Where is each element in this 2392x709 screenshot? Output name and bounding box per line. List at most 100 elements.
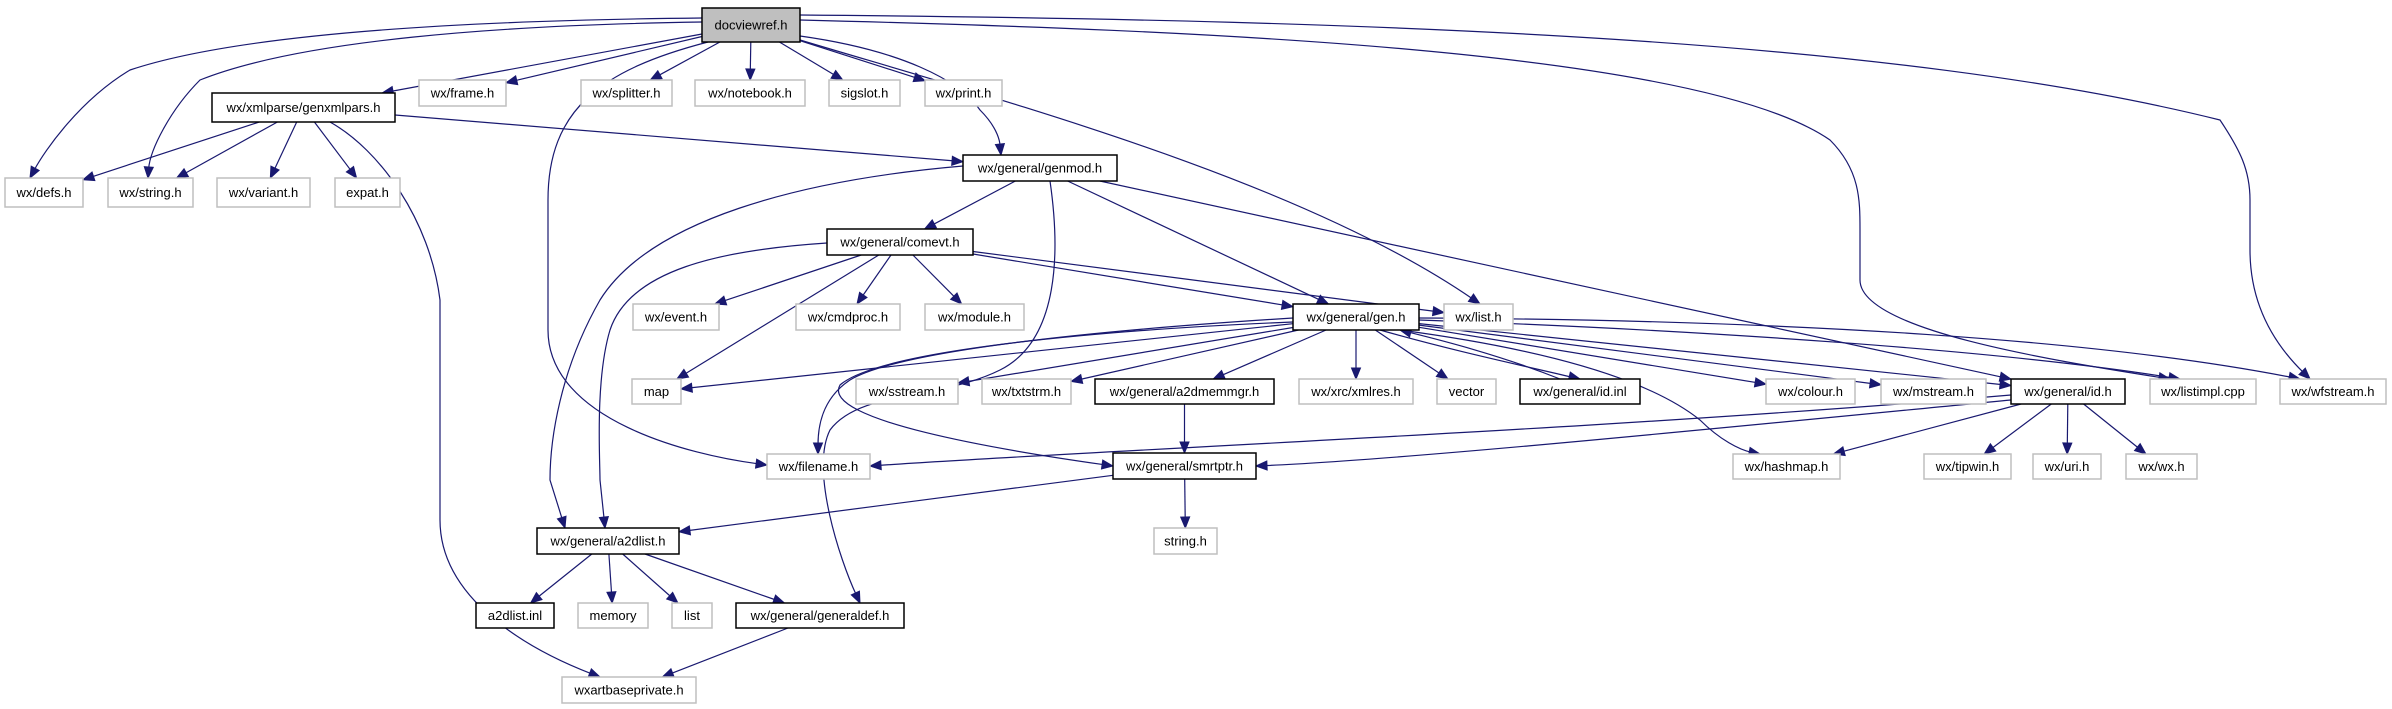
edge-a2dlist-to-list (622, 553, 672, 598)
edge-gen-to-mstream (1418, 324, 1873, 385)
node-label: wx/general/smrtptr.h (1125, 459, 1243, 474)
node-label: wx/wx.h (2137, 459, 2184, 474)
node-generaldef[interactable]: wx/general/generaldef.h (735, 602, 905, 629)
edge-comevt-to-list_h-arrowhead (1431, 305, 1446, 317)
node-a2dlist[interactable]: wx/general/a2dlist.h (536, 527, 680, 555)
edge-a2dlist-to-list-arrowhead (665, 591, 679, 604)
edge-docviewref-to-splitter (657, 41, 721, 77)
node-label: wx/cmdproc.h (807, 310, 888, 325)
node-label: wx/colour.h (1777, 384, 1843, 399)
edge-idh-to-uri-arrowhead (2062, 442, 2073, 456)
node-box (536, 527, 680, 555)
node-expat: expat.h (334, 177, 401, 208)
edge-gen-to-smrtptr-arrowhead (1100, 459, 1115, 470)
edge-docviewref-to-notebook (749, 41, 752, 72)
node-idh[interactable]: wx/general/id.h (2010, 378, 2126, 405)
edge-gen-to-vector (1374, 329, 1441, 375)
edge-idh-to-tipwin (1991, 403, 2052, 450)
node-box (1765, 378, 1856, 405)
edge-genmod-to-gen (1067, 180, 1321, 301)
edge-gen-to-filename-arrowhead (812, 442, 824, 456)
edge-genxmlpars-to-string (184, 121, 278, 175)
node-label: wx/frame.h (430, 86, 495, 101)
node-box (561, 676, 697, 704)
edge-comevt-to-event-arrowhead (713, 295, 728, 306)
node-a2dlistinl[interactable]: a2dlist.inl (475, 602, 555, 629)
edge-genxmlpars-to-defs-arrowhead (81, 171, 96, 182)
node-splitter: wx/splitter.h (580, 79, 673, 107)
node-label: wx/general/gen.h (1305, 310, 1405, 325)
node-xmlres: wx/xrc/xmlres.h (1298, 378, 1414, 405)
node-box (4, 177, 84, 208)
node-label: wx/module.h (937, 310, 1011, 325)
node-box (855, 378, 959, 405)
node-box (1153, 527, 1218, 555)
node-idinl[interactable]: wx/general/id.inl (1519, 378, 1641, 405)
node-label: docviewref.h (715, 18, 788, 33)
edge-generaldef-to-wxartbaseprivate (670, 627, 789, 675)
node-string: wx/string.h (107, 177, 194, 208)
node-map: map (631, 378, 682, 405)
node-gen[interactable]: wx/general/gen.h (1292, 303, 1420, 331)
node-wfstream: wx/wfstream.h (2279, 378, 2387, 405)
node-label: wx/tipwin.h (1935, 459, 2000, 474)
node-box (2149, 378, 2257, 405)
node-box (981, 378, 1072, 405)
node-label: wx/splitter.h (592, 86, 661, 101)
edge-genmod-to-idh-arrowhead (1998, 371, 2013, 382)
edge-genxmlpars-to-wxartbaseprivate-arrowhead (587, 667, 602, 678)
edge-gen-to-a2dmemmgr-arrowhead (1212, 369, 1226, 380)
edge-a2dlist-to-a2dlistinl (537, 553, 593, 598)
edges-layer (29, 14, 2311, 678)
node-label: wx/general/id.inl (1532, 384, 1626, 399)
node-box (701, 7, 801, 43)
node-box (632, 303, 720, 331)
edge-docviewref-to-list_h (799, 39, 1473, 300)
node-a2dmemmgr[interactable]: wx/general/a2dmemmgr.h (1094, 378, 1275, 405)
node-docviewref: docviewref.h (701, 7, 801, 43)
edge-genmod-to-generaldef-arrowhead (850, 590, 861, 605)
node-variant: wx/variant.h (216, 177, 311, 208)
node-box (962, 154, 1118, 182)
edge-gen-to-map (689, 323, 1294, 389)
node-box (1094, 378, 1275, 405)
edge-gen-to-wfstream (1418, 317, 2292, 378)
edge-gen-to-listimpl (1418, 319, 2172, 379)
edge-idh-to-hashmap (1841, 403, 2022, 453)
node-genxmlpars[interactable]: wx/xmlparse/genxmlpars.h (211, 92, 396, 123)
edge-idh-to-smrtptr-arrowhead (1254, 460, 1268, 471)
edge-smrtptr-to-a2dlist-arrowhead (677, 525, 692, 536)
edge-docviewref-to-filename-arrowhead (754, 458, 769, 469)
edge-gen-to-a2dmemmgr (1221, 329, 1327, 376)
edge-genxmlpars-to-variant (273, 121, 298, 171)
edge-idh-to-uri (2066, 403, 2069, 446)
edge-idh-to-wxh-arrowhead (2133, 442, 2147, 455)
edge-docviewref-to-filename (547, 41, 759, 465)
node-smrtptr[interactable]: wx/general/smrtptr.h (1112, 452, 1257, 480)
edge-genmod-to-a2dlist-arrowhead (556, 515, 567, 530)
edge-docviewref-to-notebook-arrowhead (745, 68, 756, 82)
edge-gen-to-map-arrowhead (679, 382, 693, 393)
node-label: wx/general/generaldef.h (750, 608, 890, 623)
edge-docviewref-to-sigslot-arrowhead (830, 69, 844, 81)
node-comevt[interactable]: wx/general/comevt.h (826, 228, 974, 256)
node-box (795, 303, 901, 331)
edge-comevt-to-list_h (972, 250, 1436, 312)
node-label: list (684, 608, 700, 623)
edge-docviewref-to-listimpl (799, 19, 2162, 379)
node-label: wx/variant.h (228, 185, 298, 200)
node-genmod[interactable]: wx/general/genmod.h (962, 154, 1118, 182)
node-label: map (644, 384, 669, 399)
edge-gen-to-colour-arrowhead (1753, 377, 1768, 388)
node-box (334, 177, 401, 208)
edge-docviewref-to-print (799, 40, 917, 79)
edge-gen-to-hashmap (1399, 329, 1752, 453)
node-tipwin: wx/tipwin.h (1923, 453, 2012, 480)
node-box (1732, 453, 1841, 480)
node-notebook: wx/notebook.h (694, 79, 806, 107)
nodes-layer: docviewref.h wx/xmlparse/genxmlpars.h wx/f… (4, 7, 2387, 704)
edge-docviewref-to-genmod-arrowhead (994, 143, 1006, 157)
node-txtstrm: wx/txtstrm.h (981, 378, 1072, 405)
edge-gen-to-txtstrm (1079, 329, 1299, 381)
